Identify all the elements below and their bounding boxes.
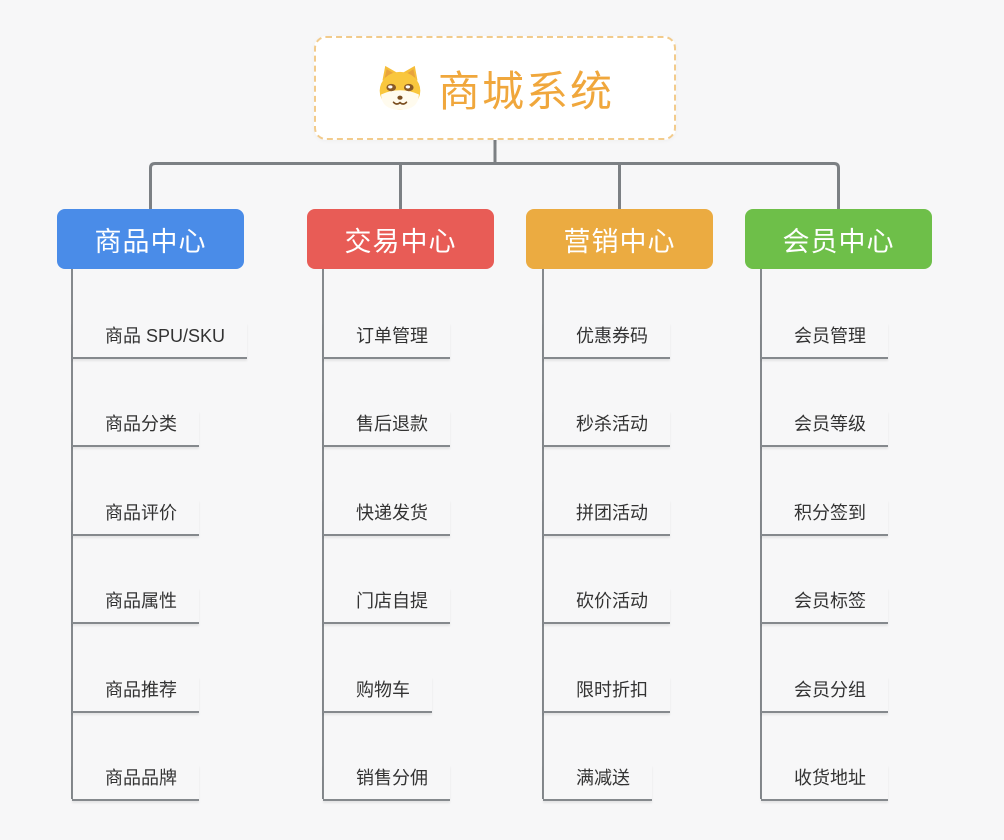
doge-icon (376, 64, 424, 112)
leaf-topic[interactable]: 会员标签 (761, 588, 888, 624)
branch-member-center[interactable]: 会员中心 (745, 209, 932, 269)
leaf-topic[interactable]: 砍价活动 (543, 588, 670, 624)
root-node-label: 商城系统 (437, 67, 614, 115)
leaf-topic[interactable]: 售后退款 (323, 411, 450, 447)
branch-trade-center[interactable]: 交易中心 (307, 209, 494, 269)
branch-marketing-center[interactable]: 营销中心 (526, 209, 713, 269)
leaf-topic[interactable]: 秒杀活动 (543, 411, 670, 447)
leaf-topic[interactable]: 商品属性 (72, 588, 199, 624)
branch-product-center[interactable]: 商品中心 (57, 209, 244, 269)
leaf-topic[interactable]: 订单管理 (323, 323, 450, 359)
leaf-topic[interactable]: 商品推荐 (72, 677, 199, 713)
leaf-topic[interactable]: 限时折扣 (543, 677, 670, 713)
leaf-topic[interactable]: 购物车 (323, 677, 432, 713)
leaf-topic[interactable]: 商品评价 (72, 500, 199, 536)
leaf-topic[interactable]: 门店自提 (323, 588, 450, 624)
leaf-topic[interactable]: 会员分组 (761, 677, 888, 713)
leaf-topic[interactable]: 会员等级 (761, 411, 888, 447)
leaf-topic[interactable]: 满减送 (543, 765, 652, 801)
leaf-topic[interactable]: 积分签到 (761, 500, 888, 536)
leaf-topic[interactable]: 会员管理 (761, 323, 888, 359)
leaf-topic[interactable]: 销售分佣 (323, 765, 450, 801)
leaf-topic[interactable]: 快递发货 (323, 500, 450, 536)
leaf-topic[interactable]: 拼团活动 (543, 500, 670, 536)
leaf-topic[interactable]: 优惠券码 (543, 323, 670, 359)
leaf-topic[interactable]: 商品分类 (72, 411, 199, 447)
leaf-topic[interactable]: 收货地址 (761, 765, 888, 801)
leaf-topic[interactable]: 商品 SPU/SKU (72, 323, 248, 359)
leaf-topic[interactable]: 商品品牌 (72, 765, 199, 801)
root-node[interactable]: 商城系统 (314, 36, 676, 140)
